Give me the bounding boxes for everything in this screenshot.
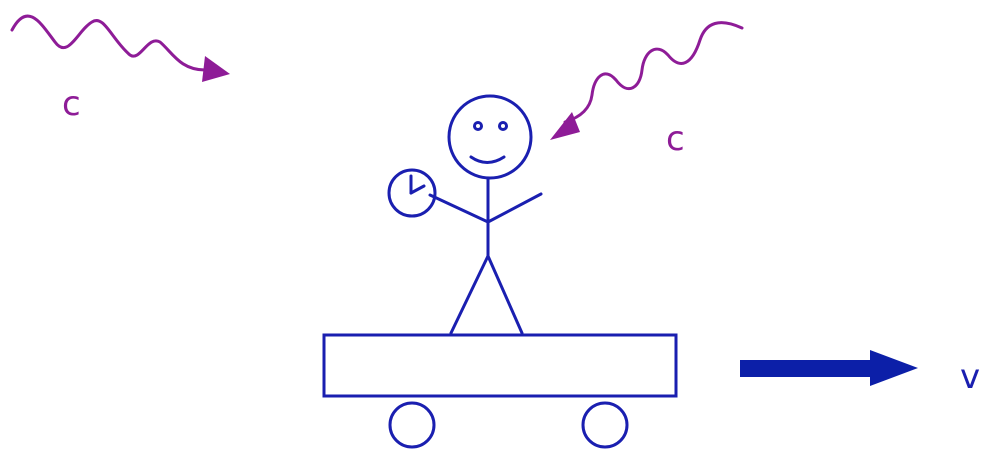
- figure-left-leg: [451, 256, 488, 333]
- cart-platform: [324, 335, 676, 396]
- light-wave-left: [12, 16, 205, 70]
- velocity-arrow: [740, 350, 918, 386]
- stick-figure: [430, 96, 541, 333]
- clock-hour-hand: [411, 186, 424, 193]
- clock-icon: [389, 170, 435, 216]
- figure-smile: [471, 157, 504, 163]
- figure-left-arm: [430, 195, 488, 222]
- light-speed-label-right: c: [666, 119, 685, 159]
- velocity-arrow-shaft: [740, 360, 875, 377]
- velocity-arrow-head: [870, 350, 918, 386]
- figure-left-eye: [475, 123, 482, 130]
- figure-head: [449, 96, 531, 178]
- figure-right-arm: [488, 194, 541, 222]
- figure-right-leg: [488, 256, 522, 333]
- light-wave-right: [565, 23, 742, 122]
- cart: [324, 335, 676, 447]
- light-arrowhead-left: [202, 56, 230, 82]
- cart-wheel-right: [583, 403, 627, 447]
- velocity-label: v: [960, 357, 980, 397]
- cart-wheel-left: [390, 403, 434, 447]
- light-speed-label-left: c: [62, 84, 81, 124]
- figure-right-eye: [500, 123, 507, 130]
